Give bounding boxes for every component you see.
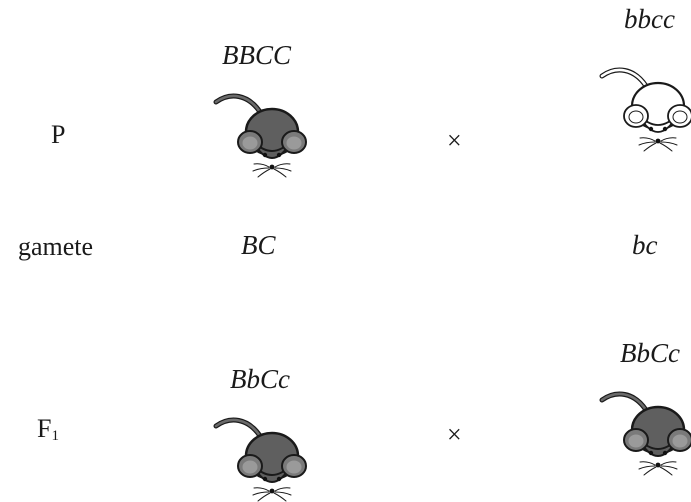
f1-row-label: F1 [37, 416, 59, 444]
f1-right-genotype: BbCc [620, 340, 680, 367]
parent-right-mouse-icon [598, 62, 691, 152]
f1-left-mouse-icon [212, 412, 312, 502]
f1-cross-symbol: × [447, 422, 462, 448]
f1-left-genotype: BbCc [230, 366, 290, 393]
parent-left-mouse-icon [212, 88, 312, 178]
f1-row-label-main: F [37, 414, 51, 443]
parental-cross-symbol: × [447, 128, 462, 154]
f1-row-label-subscript: 1 [51, 428, 59, 444]
gamete-right: bc [632, 232, 657, 259]
f1-right-mouse-icon [598, 386, 691, 476]
gamete-row-label: gamete [18, 234, 93, 260]
parent-right-genotype: bbcc [624, 6, 675, 33]
parent-left-genotype: BBCC [222, 42, 291, 69]
parental-row-label: P [51, 122, 65, 148]
gamete-left: BC [241, 232, 276, 259]
